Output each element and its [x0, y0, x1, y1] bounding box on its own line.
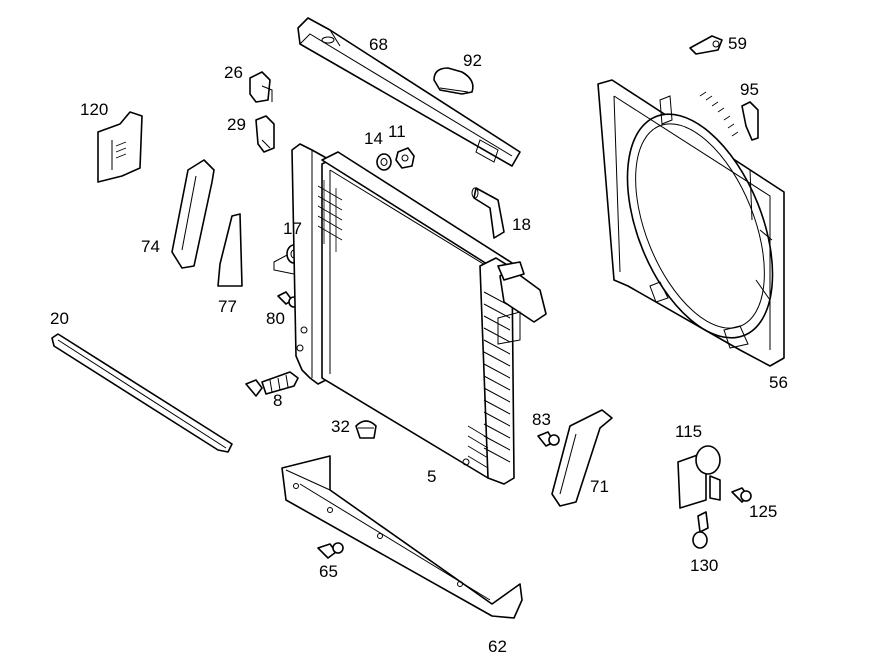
- label-17: 17: [283, 219, 302, 238]
- label-83: 83: [532, 410, 551, 429]
- label-20: 20: [50, 309, 69, 328]
- part-32-grommet[interactable]: [355, 420, 377, 439]
- label-29: 29: [227, 115, 246, 134]
- part-18-hose[interactable]: [471, 187, 505, 239]
- label-5: 5: [427, 467, 437, 486]
- label-14: 14: [364, 129, 383, 148]
- part-115-sensor[interactable]: [677, 445, 721, 509]
- part-29-bracket[interactable]: [255, 115, 275, 153]
- label-11: 11: [388, 122, 406, 141]
- label-18: 18: [512, 215, 531, 234]
- label-77: 77: [218, 297, 237, 316]
- label-62: 62: [488, 637, 507, 656]
- label-65: 65: [319, 562, 338, 581]
- part-56-fan-shroud[interactable]: [597, 79, 802, 367]
- part-83-bolt[interactable]: [537, 431, 560, 447]
- part-26-clip[interactable]: [249, 71, 273, 103]
- part-74-side-panel[interactable]: [171, 159, 215, 269]
- part-62-lower-air-duct[interactable]: [281, 455, 523, 619]
- label-80: 80: [266, 309, 285, 328]
- label-59: 59: [728, 34, 747, 53]
- part-95-clip[interactable]: [741, 101, 759, 141]
- label-74: 74: [141, 237, 160, 256]
- part-120-air-guide[interactable]: [97, 111, 143, 183]
- part-71-side-plate[interactable]: [551, 409, 613, 507]
- part-5-radiator[interactable]: [291, 143, 547, 485]
- label-32: 32: [331, 417, 350, 436]
- label-95: 95: [740, 80, 759, 99]
- part-65-bolt[interactable]: [317, 542, 344, 559]
- label-8: 8: [273, 391, 283, 410]
- part-77-plate[interactable]: [217, 213, 243, 287]
- label-125: 125: [749, 502, 778, 521]
- label-26: 26: [224, 63, 243, 82]
- label-130: 130: [690, 556, 719, 575]
- label-56: 56: [769, 373, 788, 392]
- part-59-clip[interactable]: [689, 35, 723, 55]
- label-120: 120: [80, 100, 109, 119]
- part-14-washer[interactable]: [376, 153, 392, 171]
- part-11-nut[interactable]: [395, 147, 415, 169]
- part-8-drain-plug[interactable]: [245, 371, 299, 397]
- label-92: 92: [463, 51, 482, 70]
- part-20-seal-strip[interactable]: [51, 333, 233, 453]
- part-125-clip[interactable]: [731, 487, 752, 503]
- part-68-upper-air-duct[interactable]: [297, 17, 521, 167]
- part-130-bulb[interactable]: [692, 511, 709, 549]
- label-115: 115: [675, 422, 703, 441]
- part-92-cap[interactable]: [433, 67, 474, 95]
- label-68: 68: [369, 35, 388, 54]
- label-71: 71: [590, 477, 609, 496]
